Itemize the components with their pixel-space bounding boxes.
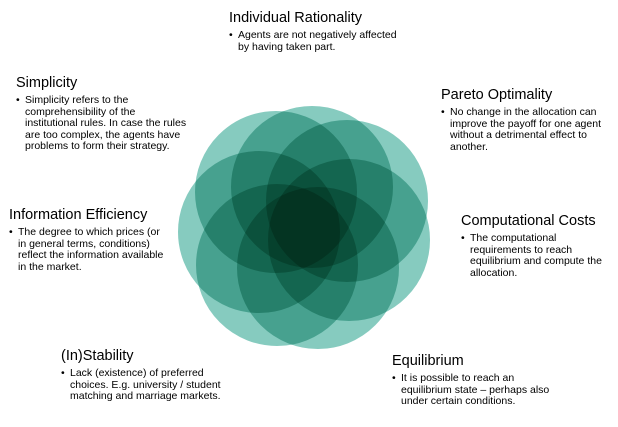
topic-title: Computational Costs — [461, 213, 596, 229]
topic-item: • It is possible to reach an equilibrium… — [392, 372, 562, 408]
bullet-icon: • — [392, 372, 396, 384]
topic-item: • Lack (existence) of preferred choices.… — [61, 367, 221, 403]
topic-text: No change in the allocation can improve … — [450, 106, 601, 153]
topic-title: Individual Rationality — [229, 10, 362, 26]
topic-text: The computational requirements to reach … — [470, 232, 602, 279]
topic-information-efficiency: Information Efficiency • The degree to w… — [9, 206, 169, 273]
topic-item: • The computational requirements to reac… — [461, 232, 606, 279]
bullet-icon: • — [9, 226, 13, 238]
topic-item: • Simplicity refers to the comprehensibi… — [16, 94, 188, 153]
topic-text: Simplicity refers to the comprehensibili… — [25, 94, 187, 152]
topic-title: Pareto Optimality — [441, 87, 553, 103]
topic-pareto-optimality: Pareto Optimality • No change in the all… — [441, 86, 606, 153]
topic-simplicity: Simplicity • Simplicity refers to the co… — [16, 74, 188, 153]
topic-text: Lack (existence) of preferred choices. E… — [70, 367, 221, 402]
bullet-icon: • — [461, 232, 465, 244]
topic-text: The degree to which prices (or in genera… — [18, 226, 164, 273]
topic-item: • Agents are not negatively affected by … — [229, 29, 409, 53]
topic-computational-costs: Computational Costs • The computational … — [461, 212, 606, 279]
topic-instability: (In)Stability • Lack (existence) of pref… — [61, 347, 221, 403]
topic-title: Equilibrium — [392, 353, 464, 369]
topic-item: • No change in the allocation can improv… — [441, 106, 606, 153]
bullet-icon: • — [16, 94, 20, 106]
topic-text: It is possible to reach an equilibrium s… — [401, 372, 550, 407]
petal-simplicity — [193, 109, 359, 275]
topic-equilibrium: Equilibrium • It is possible to reach an… — [392, 352, 562, 408]
topic-item: • The degree to which prices (or in gene… — [9, 226, 169, 273]
topic-individual-rationality: Individual Rationality • Agents are not … — [229, 9, 409, 53]
topic-text: Agents are not negatively affected by ha… — [238, 29, 397, 53]
bullet-icon: • — [441, 106, 445, 118]
bullet-icon: • — [61, 367, 65, 379]
topic-title: Information Efficiency — [9, 207, 148, 223]
bullet-icon: • — [229, 29, 233, 41]
topic-title: (In)Stability — [61, 348, 134, 364]
topic-title: Simplicity — [16, 75, 78, 91]
